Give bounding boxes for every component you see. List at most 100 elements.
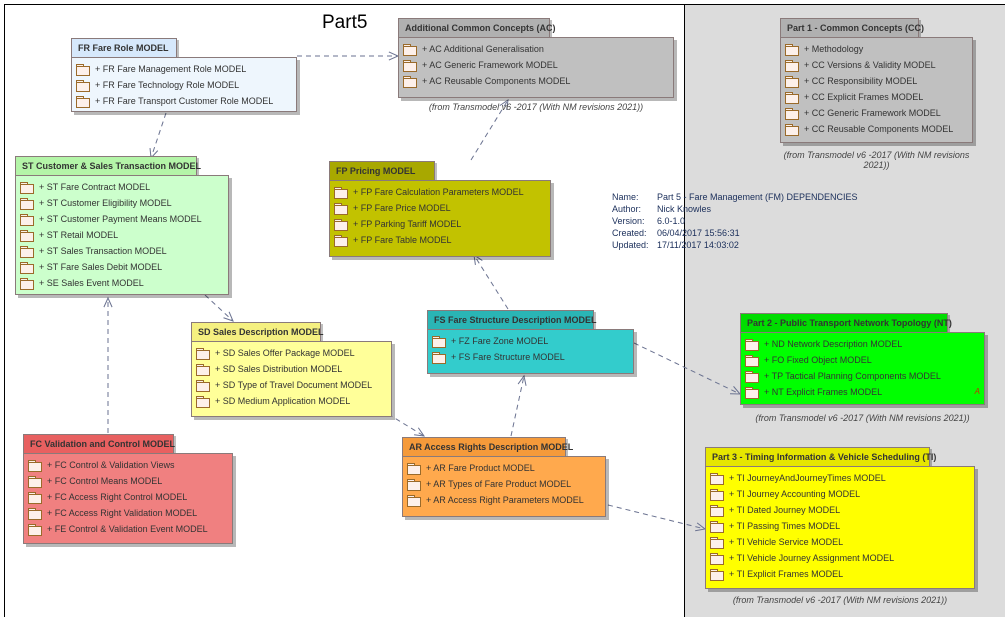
dependency-fs-to-nt[interactable] [633, 342, 742, 395]
package-item[interactable]: + FP Fare Price MODEL [334, 200, 550, 216]
package-item[interactable]: + FR Fare Transport Customer Role MODEL [76, 93, 296, 109]
package-body: + ST Fare Contract MODEL+ ST Customer El… [15, 175, 229, 295]
dependency-fs-to-fp[interactable] [473, 253, 509, 310]
package-item[interactable]: + SD Medium Application MODEL [196, 393, 391, 409]
package-item[interactable]: + ST Customer Payment Means MODEL [20, 211, 228, 227]
dependency-fr-to-ac[interactable] [297, 51, 400, 61]
dependency-ar-to-ti[interactable] [607, 504, 707, 532]
package-item[interactable]: + TP Tactical Planning Components MODEL [745, 368, 984, 384]
dependency-line [510, 375, 525, 437]
dependency-fc-to-st[interactable] [103, 296, 113, 433]
package-item[interactable]: + ST Sales Transaction MODEL [20, 243, 228, 259]
dependency-line [387, 413, 425, 437]
package-item[interactable]: + FO Fixed Object MODEL [745, 352, 984, 368]
dependency-fr-to-st[interactable] [149, 112, 167, 160]
package-item[interactable]: + ST Fare Sales Debit MODEL [20, 259, 228, 275]
package-item-label: + AC Reusable Components MODEL [422, 76, 571, 86]
package-body: + ND Network Description MODEL + FO Fixed… [740, 332, 985, 405]
package-item[interactable]: + CC Generic Framework MODEL [785, 105, 972, 121]
package-item[interactable]: + SD Sales Offer Package MODEL [196, 345, 391, 361]
package-body: + TI JourneyAndJourneyTimes MODEL + TI Jo… [705, 466, 975, 589]
package-item[interactable]: + TI JourneyAndJourneyTimes MODEL [710, 470, 974, 486]
package-item[interactable]: + TI Vehicle Journey Assignment MODEL [710, 550, 974, 566]
package-item-label: + CC Generic Framework MODEL [804, 108, 941, 118]
package-item-label: + ST Fare Sales Debit MODEL [39, 262, 163, 272]
package-item[interactable]: + TI Dated Journey MODEL [710, 502, 974, 518]
package-item-label: + CC Versions & Validity MODEL [804, 60, 936, 70]
package-body: + FR Fare Management Role MODEL+ FR Fare… [71, 57, 297, 112]
package-item[interactable]: + FR Fare Management Role MODEL [76, 61, 296, 77]
folder-icon [76, 96, 90, 108]
package-tab: Part 2 - Public Transport Network Topolo… [740, 313, 952, 332]
package-body: + FZ Fare Zone MODEL+ FS Fare Structure … [427, 329, 634, 374]
folder-icon [28, 460, 42, 472]
package-tab: FC Validation and Control MODEL [23, 434, 175, 453]
package-tab: AR Access Rights Description MODEL [402, 437, 573, 456]
package-item[interactable]: + TI Journey Accounting MODEL [710, 486, 974, 502]
package-item[interactable]: + ST Customer Eligibility MODEL [20, 195, 228, 211]
package-item[interactable]: + AC Generic Framework MODEL [403, 57, 673, 73]
package-item[interactable]: + FC Control & Validation Views [28, 457, 232, 473]
folder-icon [407, 495, 421, 507]
folder-icon [785, 76, 799, 88]
folder-icon [334, 187, 348, 199]
package-item-label: + FO Fixed Object MODEL [764, 355, 872, 365]
folder-icon [745, 387, 759, 399]
package-item[interactable]: + FP Fare Table MODEL [334, 232, 550, 248]
folder-icon [76, 64, 90, 76]
package-item[interactable]: + AR Access Right Parameters MODEL [407, 492, 605, 508]
folder-icon [745, 355, 759, 367]
package-item[interactable]: + TI Explicit Frames MODEL [710, 566, 974, 582]
package-item[interactable]: + FS Fare Structure MODEL [432, 349, 633, 365]
folder-icon [403, 44, 417, 56]
package-item[interactable]: + FP Parking Tariff MODEL [334, 216, 550, 232]
package-item[interactable]: + SE Sales Event MODEL [20, 275, 228, 291]
package-item[interactable]: + AR Types of Fare Product MODEL [407, 476, 605, 492]
dependency-st-to-sd[interactable] [204, 294, 234, 322]
package-item[interactable]: + FZ Fare Zone MODEL [432, 333, 633, 349]
package-item[interactable]: + AR Fare Product MODEL [407, 460, 605, 476]
info-label: Updated: [612, 240, 649, 250]
dependency-fp-to-ac[interactable] [470, 98, 509, 161]
package-item[interactable]: + FR Fare Technology Role MODEL [76, 77, 296, 93]
folder-icon [785, 92, 799, 104]
folder-icon [196, 364, 210, 376]
package-item[interactable]: + ST Retail MODEL [20, 227, 228, 243]
package-item[interactable]: + NT Explicit Frames MODEL [745, 384, 984, 400]
package-item[interactable]: + FE Control & Validation Event MODEL [28, 521, 232, 537]
package-item[interactable]: + FC Access Right Control MODEL [28, 489, 232, 505]
info-label: Name: [612, 192, 639, 202]
package-item-label: + FC Control & Validation Views [47, 460, 175, 470]
package-item[interactable]: + SD Sales Distribution MODEL [196, 361, 391, 377]
package-item[interactable]: + SD Type of Travel Document MODEL [196, 377, 391, 393]
folder-icon [28, 508, 42, 520]
folder-icon [710, 553, 724, 565]
package-item[interactable]: + TI Passing Times MODEL [710, 518, 974, 534]
folder-icon [20, 278, 34, 290]
package-item[interactable]: + FC Control Means MODEL [28, 473, 232, 489]
package-item[interactable]: + TI Vehicle Service MODEL [710, 534, 974, 550]
package-item[interactable]: + FP Fare Calculation Parameters MODEL [334, 184, 550, 200]
package-item[interactable]: + Methodology [785, 41, 972, 57]
package-item[interactable]: + CC Versions & Validity MODEL [785, 57, 972, 73]
package-body: + FC Control & Validation Views + FC Cont… [23, 453, 233, 544]
package-body: + AC Additional Generalisation+ AC Gener… [398, 37, 674, 98]
package-item[interactable]: + FC Access Right Validation MODEL [28, 505, 232, 521]
package-item[interactable]: + AC Additional Generalisation [403, 41, 673, 57]
arrowhead-icon [499, 98, 509, 110]
package-item[interactable]: + ND Network Description MODEL [745, 336, 984, 352]
package-item[interactable]: + CC Reusable Components MODEL [785, 121, 972, 137]
package-item[interactable]: + CC Explicit Frames MODEL [785, 89, 972, 105]
dependency-sd-to-ar[interactable] [387, 413, 426, 437]
package-item-label: + FP Fare Calculation Parameters MODEL [353, 187, 524, 197]
folder-icon [196, 348, 210, 360]
folder-icon [710, 537, 724, 549]
package-item[interactable]: + CC Responsibility MODEL [785, 73, 972, 89]
info-row: Name:Part 5 - Fare Management (FM) DEPEN… [612, 192, 858, 204]
dependency-ar-to-fs[interactable] [510, 374, 527, 437]
package-item[interactable]: + ST Fare Contract MODEL [20, 179, 228, 195]
package-item-label: + TI Journey Accounting MODEL [729, 489, 861, 499]
package-item-label: + FP Parking Tariff MODEL [353, 219, 462, 229]
folder-icon [785, 108, 799, 120]
package-item[interactable]: + AC Reusable Components MODEL [403, 73, 673, 89]
